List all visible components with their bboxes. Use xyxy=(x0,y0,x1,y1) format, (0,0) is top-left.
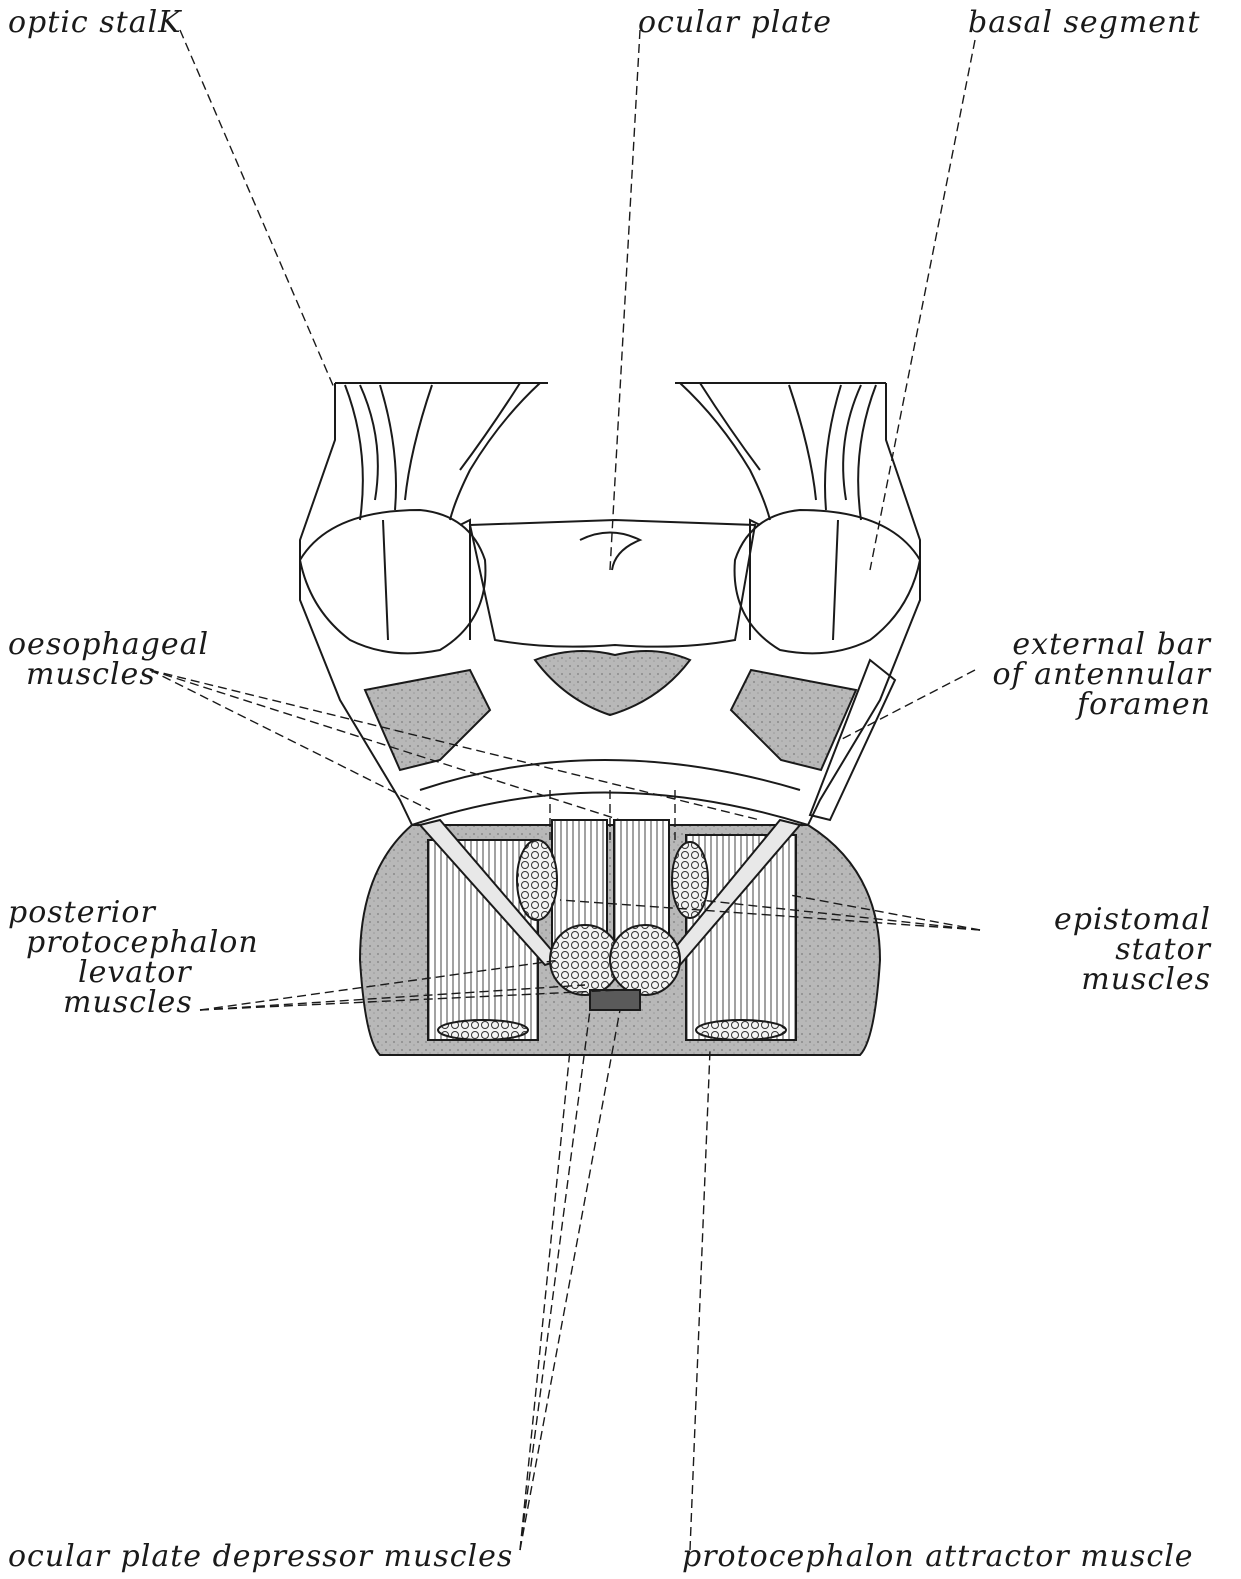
label-protocephalon-attractor-muscle: protocephalon attractor muscle xyxy=(682,1542,1194,1572)
left-cavity-shadow xyxy=(365,670,490,770)
label-epistomal-stator-muscles: epistomal stator muscles xyxy=(1054,905,1211,995)
ocular-plate xyxy=(470,520,755,647)
label-basal-segment: basal segment xyxy=(968,8,1200,38)
right-basal-lobe xyxy=(735,510,920,653)
label-external-bar: external bar of antennular foramen xyxy=(992,630,1211,720)
right-cavity-shadow xyxy=(731,670,856,770)
label-posterior-levator-muscles: posterior protocephalon levator muscles xyxy=(8,898,259,1018)
label-optic-stalk: optic stalK xyxy=(8,8,182,38)
left-basal-lobe xyxy=(300,510,485,653)
label-ocular-plate: ocular plate xyxy=(638,8,832,38)
ocular-notch xyxy=(535,651,690,715)
label-ocular-plate-depressor-muscles: ocular plate depressor muscles xyxy=(8,1542,513,1572)
label-oesophageal-muscles: oesophageal muscles xyxy=(8,630,209,690)
